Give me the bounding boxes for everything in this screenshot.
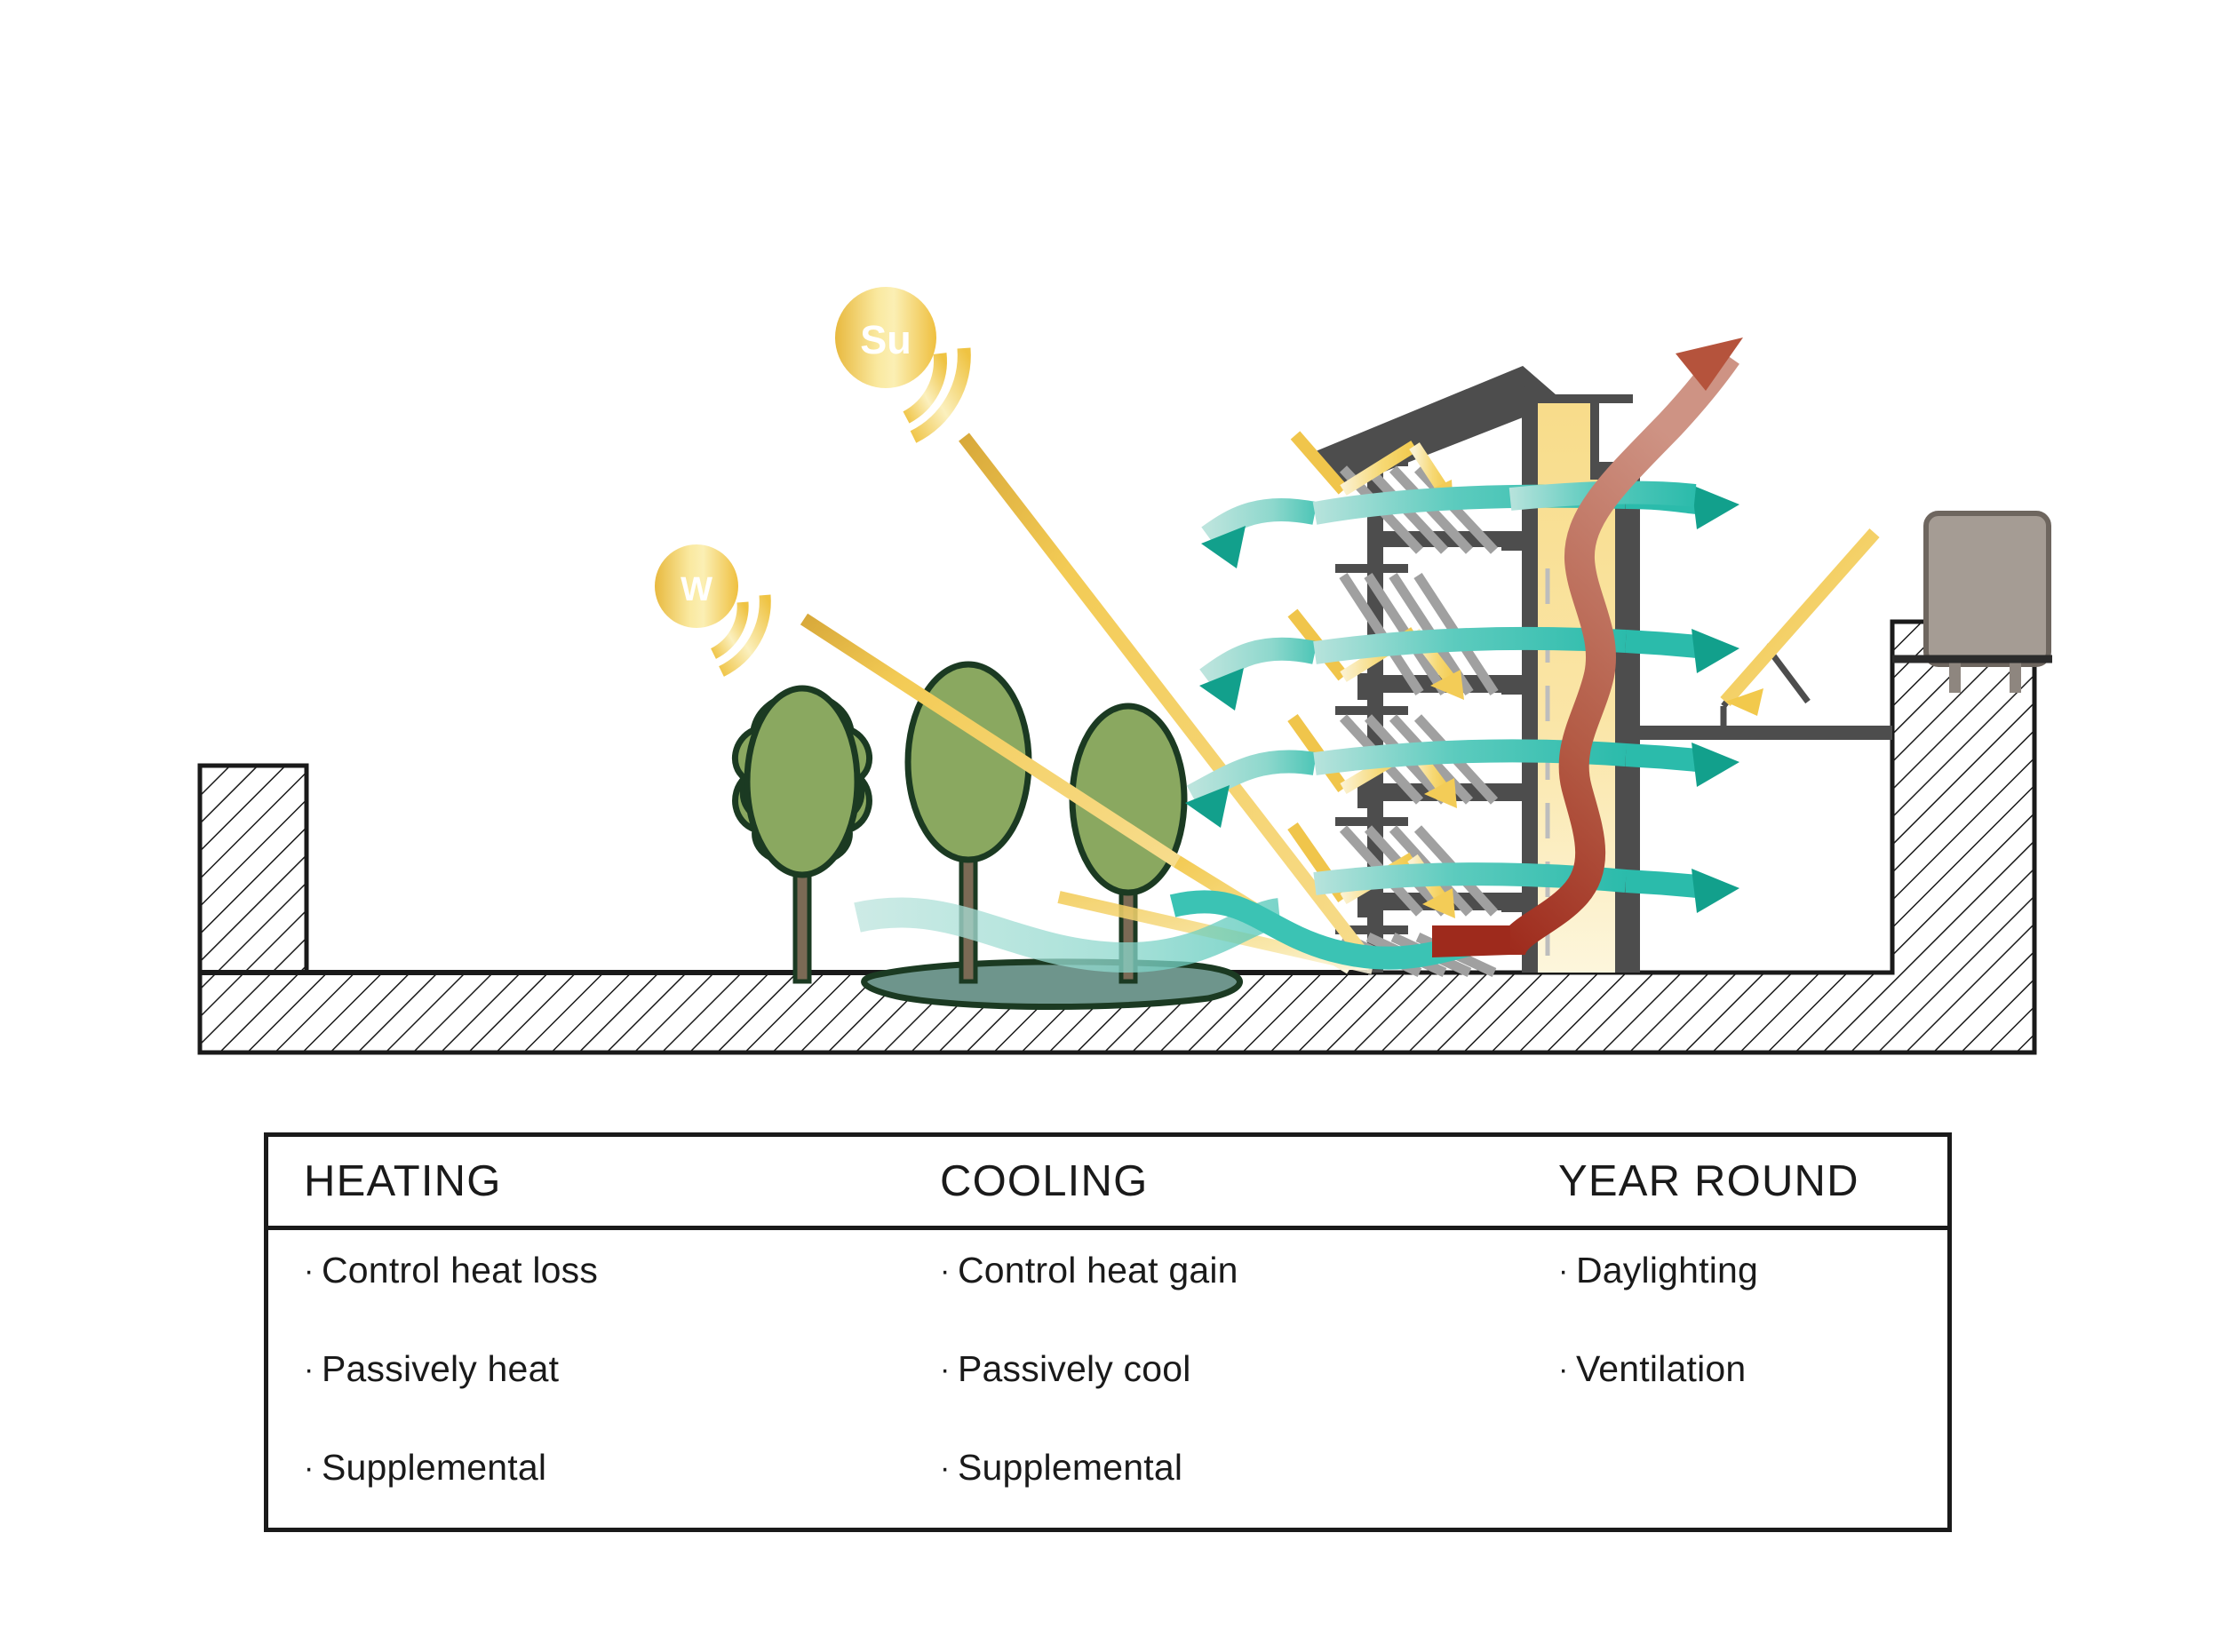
legend-list-item-empty bbox=[1558, 1447, 1947, 1483]
legend-header-cooling: COOLING bbox=[908, 1156, 1530, 1206]
legend-list-item: ·Supplemental bbox=[940, 1447, 1530, 1489]
atrium-ledge bbox=[1501, 675, 1526, 695]
bounce-up bbox=[1340, 441, 1418, 496]
tree-canopy bbox=[744, 685, 861, 878]
through-breeze bbox=[1313, 626, 1627, 664]
legend-list-item: ·Ventilation bbox=[1558, 1348, 1947, 1390]
legend-table: HEATING COOLING YEAR ROUND ·Control heat… bbox=[264, 1132, 1952, 1532]
legend-item-label: Control heat loss bbox=[322, 1250, 599, 1291]
slab-edge bbox=[1357, 673, 1381, 700]
ventilation-arrows bbox=[854, 481, 1739, 973]
left-terrace-hatch bbox=[197, 763, 309, 975]
atrium-ledge bbox=[1501, 893, 1526, 912]
winter-sun-label: W bbox=[681, 571, 712, 608]
bounce-arrowhead bbox=[1430, 670, 1464, 700]
tree bbox=[732, 685, 872, 984]
bullet-glyph: · bbox=[304, 1254, 314, 1288]
summer-sun-ray-arc bbox=[910, 347, 971, 443]
legend-header-label: HEATING bbox=[304, 1157, 502, 1205]
legend-item-label: Supplemental bbox=[322, 1447, 547, 1488]
inbound-arrowhead bbox=[1201, 526, 1246, 568]
winter-sun-group: W bbox=[655, 544, 771, 677]
summer-sun-label: Su bbox=[860, 317, 911, 362]
outbound-arrowhead bbox=[1692, 485, 1739, 529]
stack-arrowhead bbox=[1676, 338, 1743, 391]
legend-list-item: ·Passively heat bbox=[304, 1348, 908, 1390]
legend-header-row: HEATING COOLING YEAR ROUND bbox=[268, 1137, 1947, 1230]
legend-body-row: ·Control heat loss ·Passively heat ·Supp… bbox=[268, 1230, 1947, 1532]
summer-sun-ray-arc bbox=[903, 353, 947, 424]
equipment-leg bbox=[2010, 659, 2021, 693]
legend-header-heating: HEATING bbox=[268, 1156, 908, 1206]
legend-list-item: ·Daylighting bbox=[1558, 1250, 1947, 1291]
atrium-right-wall-upper bbox=[1590, 401, 1599, 471]
cross-ventilation-row bbox=[1199, 626, 1739, 711]
bullet-glyph: · bbox=[304, 1451, 314, 1485]
legend-header-label: COOLING bbox=[940, 1157, 1149, 1205]
ground-breeze-secondary bbox=[1169, 890, 1478, 970]
stack-effect-arrow bbox=[1432, 338, 1743, 957]
bullet-glyph: · bbox=[940, 1451, 951, 1485]
reflected-ray-arrowhead bbox=[1725, 688, 1763, 716]
legend-item-label: Daylighting bbox=[1576, 1250, 1759, 1291]
stack-intake bbox=[1432, 925, 1510, 957]
bounce-arrowhead bbox=[1424, 778, 1457, 808]
equipment-body bbox=[1923, 511, 2051, 667]
legend-list-item: ·Passively cool bbox=[940, 1348, 1530, 1390]
equipment-leg bbox=[1949, 659, 1961, 693]
legend-item-label: Ventilation bbox=[1576, 1348, 1747, 1389]
outbound-arrowhead bbox=[1692, 869, 1739, 913]
bullet-glyph: · bbox=[304, 1353, 314, 1386]
bullet-glyph: · bbox=[1558, 1254, 1569, 1288]
outbound-breeze bbox=[1625, 630, 1699, 658]
outbound-arrowhead bbox=[1692, 743, 1739, 787]
legend-list-item: ·Control heat loss bbox=[304, 1250, 908, 1291]
summer-sun-ray bbox=[959, 433, 1378, 971]
winter-sun-disc bbox=[655, 544, 738, 628]
legend-header-label: YEAR ROUND bbox=[1558, 1157, 1859, 1205]
legend-list-item: ·Supplemental bbox=[304, 1447, 908, 1489]
legend-header-year-round: YEAR ROUND bbox=[1530, 1156, 1947, 1206]
atrium-ledge bbox=[1501, 531, 1526, 551]
legend-column-heating: ·Control heat loss ·Passively heat ·Supp… bbox=[268, 1250, 908, 1532]
bounce-arrowhead bbox=[1422, 888, 1455, 918]
inbound-arrowhead bbox=[1185, 785, 1230, 828]
inbound-arrowhead bbox=[1199, 668, 1244, 711]
incoming-ray bbox=[1290, 431, 1349, 495]
winter-sun-ray-arc bbox=[718, 594, 771, 677]
legend-item-label: Control heat gain bbox=[958, 1250, 1238, 1291]
legend-item-label: Supplemental bbox=[958, 1447, 1183, 1488]
winter-sun-ray-arc bbox=[710, 601, 749, 659]
inbound-breeze bbox=[1186, 750, 1317, 806]
pond-water bbox=[861, 958, 1243, 1011]
pond bbox=[861, 958, 1243, 1011]
mechanical-unit bbox=[1892, 511, 2052, 693]
bullet-glyph: · bbox=[940, 1254, 951, 1288]
outbound-breeze bbox=[1625, 743, 1699, 772]
legend-item-label: Passively cool bbox=[958, 1348, 1191, 1389]
reflected-ray-right bbox=[1720, 528, 1880, 706]
outbound-breeze bbox=[1625, 870, 1699, 898]
slab-edge bbox=[1357, 782, 1381, 808]
bullet-glyph: · bbox=[1558, 1353, 1569, 1386]
ground-breeze bbox=[854, 897, 1282, 973]
winter-sun-ray bbox=[800, 613, 1182, 868]
stack-flow-path bbox=[1495, 346, 1739, 957]
legend-column-cooling: ·Control heat gain ·Passively cool ·Supp… bbox=[908, 1250, 1530, 1532]
legend-list-item: ·Control heat gain bbox=[940, 1250, 1530, 1291]
summer-sun-group: Su bbox=[835, 287, 971, 443]
legend-column-year-round: ·Daylighting ·Ventilation bbox=[1530, 1250, 1947, 1532]
bullet-glyph: · bbox=[940, 1353, 951, 1386]
slab-edge bbox=[1367, 529, 1383, 554]
inbound-breeze bbox=[1199, 637, 1317, 688]
inbound-breeze bbox=[1201, 497, 1317, 546]
right-exterior-wall bbox=[1615, 468, 1640, 973]
legend-item-label: Passively heat bbox=[322, 1348, 560, 1389]
atrium-cap bbox=[1522, 394, 1633, 403]
summer-sun-disc bbox=[835, 287, 936, 388]
outbound-arrowhead bbox=[1692, 629, 1739, 673]
